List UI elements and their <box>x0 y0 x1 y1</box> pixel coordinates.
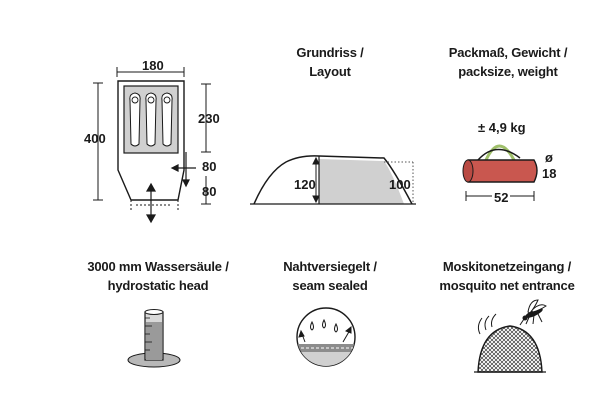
floorplan-length-label: 400 <box>84 131 106 146</box>
layout-front-height-label: 120 <box>294 177 316 192</box>
packsize-title: Packmaß, Gewicht / packsize, weight <box>448 45 568 79</box>
floorplan-entrance-width-label: 80 <box>202 159 217 174</box>
pack-diameter-symbol: ø <box>545 150 553 165</box>
layout-rear-height-label: 100 <box>389 177 411 192</box>
pack-diameter-label: 18 <box>542 166 557 181</box>
pack-length-label: 52 <box>492 190 511 205</box>
floorplan-inner-length-label: 230 <box>198 111 220 126</box>
layout-title: Grundriss / Layout <box>296 45 364 79</box>
pack-weight-label: ± 4,9 kg <box>478 120 526 135</box>
floorplan-entrance-depth-label: 80 <box>202 184 217 199</box>
floorplan-width-label: 180 <box>142 58 164 73</box>
mosquito-title: Moskitonetzeingang / mosquito net entran… <box>439 259 575 293</box>
seams-title: Nahtversiegelt / seam sealed <box>283 259 377 293</box>
hydrostatic-title: 3000 mm Wassersäule / hydrostatic head <box>87 259 229 293</box>
